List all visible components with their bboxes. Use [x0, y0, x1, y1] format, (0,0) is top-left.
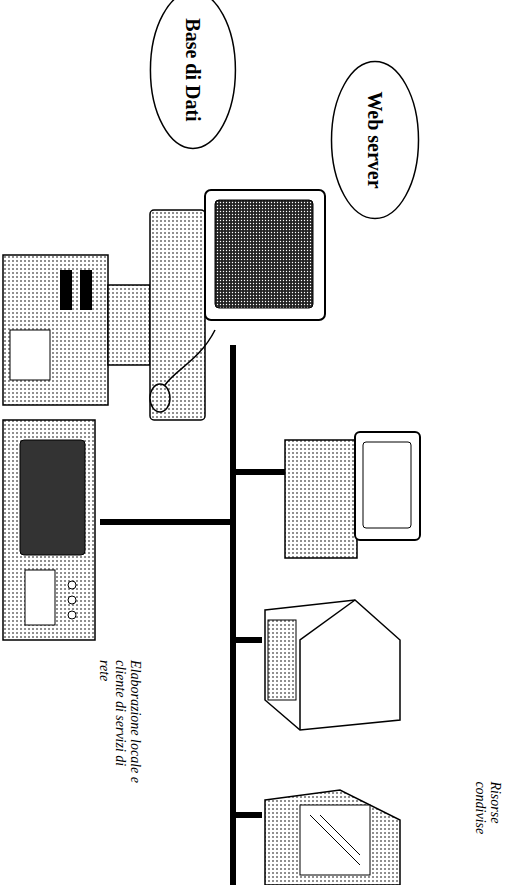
ellipse-node: Base di Dati: [149, 0, 237, 150]
note-label: Elaborazione locale e cliente di servizi…: [97, 660, 143, 790]
node-title: Web server: [364, 91, 387, 188]
note-label: Risorse condivise: [473, 781, 504, 859]
node-title: Base di Dati: [181, 18, 204, 121]
ellipse-node: Web server: [330, 60, 420, 220]
